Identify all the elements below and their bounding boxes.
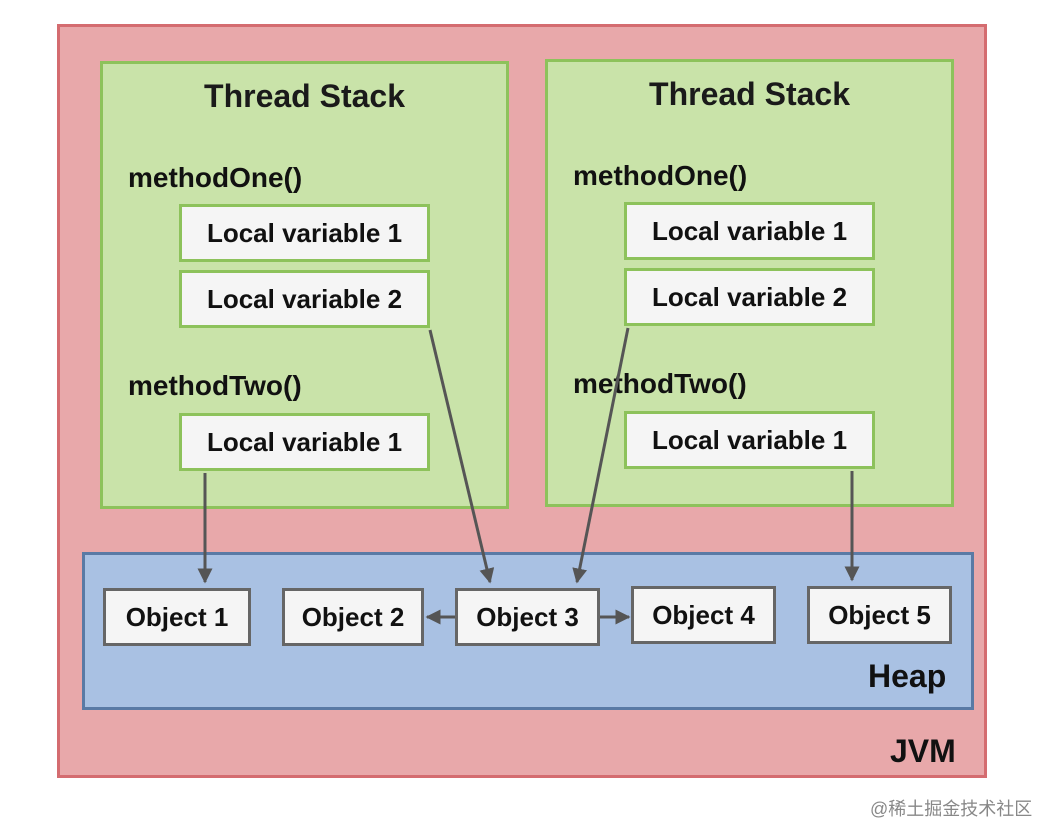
heap-label: Heap [868,658,947,694]
method-two-label: methodTwo() [128,370,302,401]
heap-object-1: Object 1 [103,588,251,646]
heap-object-3: Object 3 [455,588,600,646]
jvm-label: JVM [890,733,956,769]
thread-stack-title: Thread Stack [649,76,850,112]
method-one-label: methodOne() [128,162,303,193]
method-one-label: methodOne() [573,160,748,191]
local-variable-box: Local variable 1 [179,204,430,262]
heap-object-4: Object 4 [631,586,776,644]
local-variable-box: Local variable 1 [179,413,430,471]
local-variable-box: Local variable 2 [624,268,875,326]
local-variable-box: Local variable 2 [179,270,430,328]
local-variable-box: Local variable 1 [624,411,875,469]
watermark-text: @稀土掘金技术社区 [870,799,1033,819]
heap-object-2: Object 2 [282,588,424,646]
heap-object-5: Object 5 [807,586,952,644]
thread-stack-title: Thread Stack [204,78,405,114]
local-variable-box: Local variable 1 [624,202,875,260]
method-two-label: methodTwo() [573,368,747,399]
